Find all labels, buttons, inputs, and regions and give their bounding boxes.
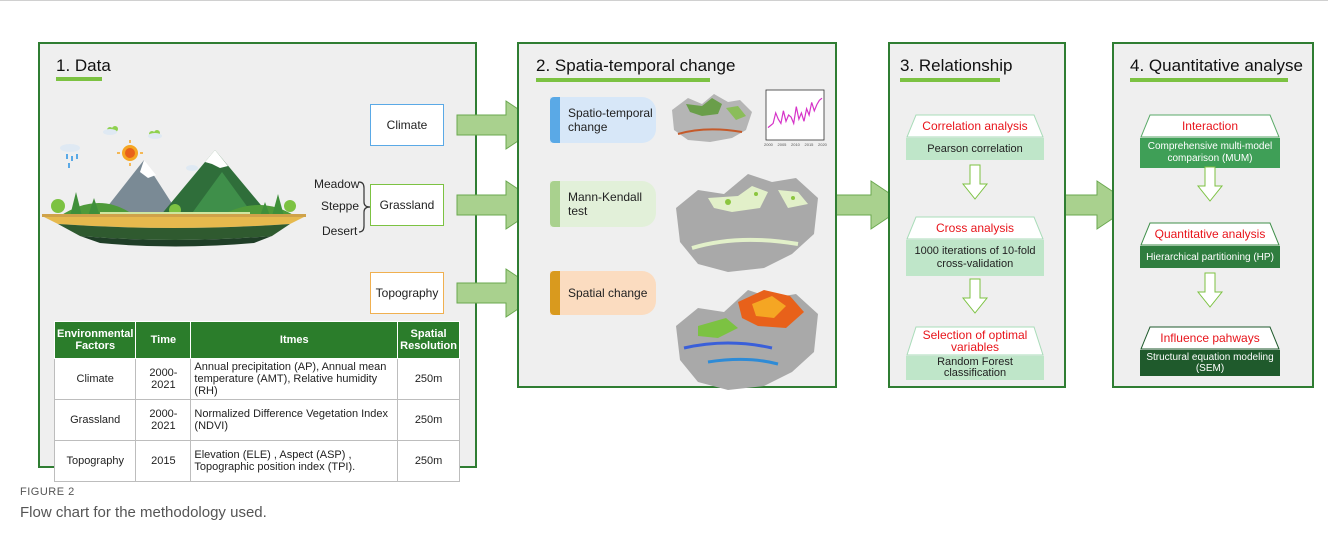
step-detail: Pearson correlation [906, 138, 1044, 160]
map-thumbnail-climate [672, 94, 752, 142]
cell-time: 2000-2021 [135, 399, 192, 441]
table-header-row: Environmental Factors Time Itmes Spatial… [53, 321, 460, 359]
step-header-shape [1140, 326, 1280, 350]
mini-chart-tick-label: 2005 [778, 142, 788, 147]
grassland-type-steppe: Steppe [321, 199, 360, 213]
landscape-illustration [42, 126, 306, 247]
step-header-shape [906, 114, 1044, 138]
map-thumbnail-mann-kendall [676, 174, 818, 272]
step-header-shape [1140, 222, 1280, 246]
panel-spatiotemporal-title: 2. Spatia-temporal change [536, 56, 736, 75]
environmental-factors-table: Environmental Factors Time Itmes Spatial… [53, 321, 460, 482]
panel-relationship-title: 3. Relationship [900, 56, 1013, 75]
step-detail: 1000 iterations of 10-fold cross-validat… [906, 240, 1044, 276]
step-name: Selection of optimal variables [922, 328, 1028, 354]
step-name: Quantitative analysis [1154, 227, 1266, 241]
step-name: Cross analysis [935, 221, 1015, 235]
step-header-shape [906, 216, 1044, 240]
step-detail: Random Forest classification [906, 356, 1044, 380]
panel-relationship-underline [900, 78, 1000, 82]
step-detail: Structural equation modeling (SEM) [1140, 350, 1280, 376]
cell-resolution: 250m [397, 358, 460, 400]
col-header-time: Time [135, 321, 192, 359]
panel-data-title: 1. Data [56, 56, 111, 75]
method-spatio-temporal-change: Spatio-temporal change [550, 97, 656, 143]
step-correlation: Correlation analysis Pearson correlation [906, 114, 1044, 160]
mini-chart-tick-label: 2010 [791, 142, 801, 147]
mini-chart-series-line [767, 97, 823, 129]
cell-resolution: 250m [397, 399, 460, 441]
figure-label: FIGURE 2 [20, 486, 75, 498]
col-header-factors: Environmental Factors [53, 321, 137, 359]
panel-quantitative-underline [1130, 78, 1288, 82]
down-arrow-1 [961, 164, 989, 200]
map-thumbnail-spatial [676, 290, 818, 390]
cell-factor: Grassland [53, 399, 137, 441]
cell-items: Normalized Difference Vegetation Index (… [190, 399, 399, 441]
tab-edge-orange [550, 271, 560, 315]
table-row: Topography 2015 Elevation (ELE) , Aspect… [53, 440, 460, 482]
panel-spatiotemporal-underline [536, 78, 710, 82]
input-topography: Topography [370, 272, 444, 314]
cell-factor: Topography [53, 440, 137, 482]
cell-time: 2015 [135, 440, 192, 482]
down-arrow-4 [1196, 272, 1224, 308]
col-header-items: Itmes [190, 321, 399, 359]
down-arrow-2 [961, 278, 989, 314]
step-name: Influence pahways [1160, 331, 1260, 345]
step-header-shape [906, 326, 1044, 356]
step-header-shape [1140, 114, 1280, 138]
method-spatial-change: Spatial change [550, 271, 656, 315]
tab-edge-green [550, 181, 560, 227]
panel-quantitative-title: 4. Quantitative analyse [1130, 56, 1303, 75]
mini-chart-tick-label: 2020 [818, 142, 828, 147]
step-name: Interaction [1181, 119, 1239, 133]
step-selection-optimal: Selection of optimal variables Random Fo… [906, 326, 1044, 380]
cell-factor: Climate [53, 358, 137, 400]
step-quantitative-analysis: Quantitative analysis Hierarchical parti… [1140, 222, 1280, 268]
input-grassland: Grassland [370, 184, 444, 226]
top-rule [0, 0, 1328, 1]
grassland-type-desert: Desert [322, 224, 358, 238]
mini-chart-tick-label: 2000 [764, 142, 774, 147]
down-arrow-3 [1196, 166, 1224, 202]
step-cross-analysis: Cross analysis 1000 iterations of 10-fol… [906, 216, 1044, 276]
tab-edge-blue [550, 97, 560, 143]
panel-data-underline [56, 77, 102, 81]
method-label: Spatial change [568, 286, 648, 300]
cell-items: Annual precipitation (AP), Annual mean t… [190, 358, 399, 400]
step-name: Correlation analysis [922, 119, 1028, 133]
step-interaction: Interaction Comprehensive multi-model co… [1140, 114, 1280, 168]
method-mann-kendall: Mann-Kendall test [550, 181, 656, 227]
step-detail: Hierarchical partitioning (HP) [1140, 246, 1280, 268]
cell-resolution: 250m [397, 440, 460, 482]
method-label: Spatio-temporal change [568, 106, 653, 134]
figure-caption: Flow chart for the methodology used. [20, 504, 267, 521]
cell-items: Elevation (ELE) , Aspect (ASP) , Topogra… [190, 440, 399, 482]
cell-time: 2000-2021 [135, 358, 192, 400]
input-climate: Climate [370, 104, 444, 146]
table-row: Climate 2000-2021 Annual precipitation (… [53, 358, 460, 400]
step-detail: Comprehensive multi-model comparison (MU… [1140, 138, 1280, 168]
grassland-type-meadow: Meadow [314, 177, 360, 191]
mini-chart-tick-label: 2015 [805, 142, 815, 147]
col-header-resolution: Spatial Resolution [397, 321, 460, 359]
method-label: Mann-Kendall test [568, 190, 643, 218]
step-influence-pathways: Influence pahways Structural equation mo… [1140, 326, 1280, 376]
table-row: Grassland 2000-2021 Normalized Differenc… [53, 399, 460, 441]
